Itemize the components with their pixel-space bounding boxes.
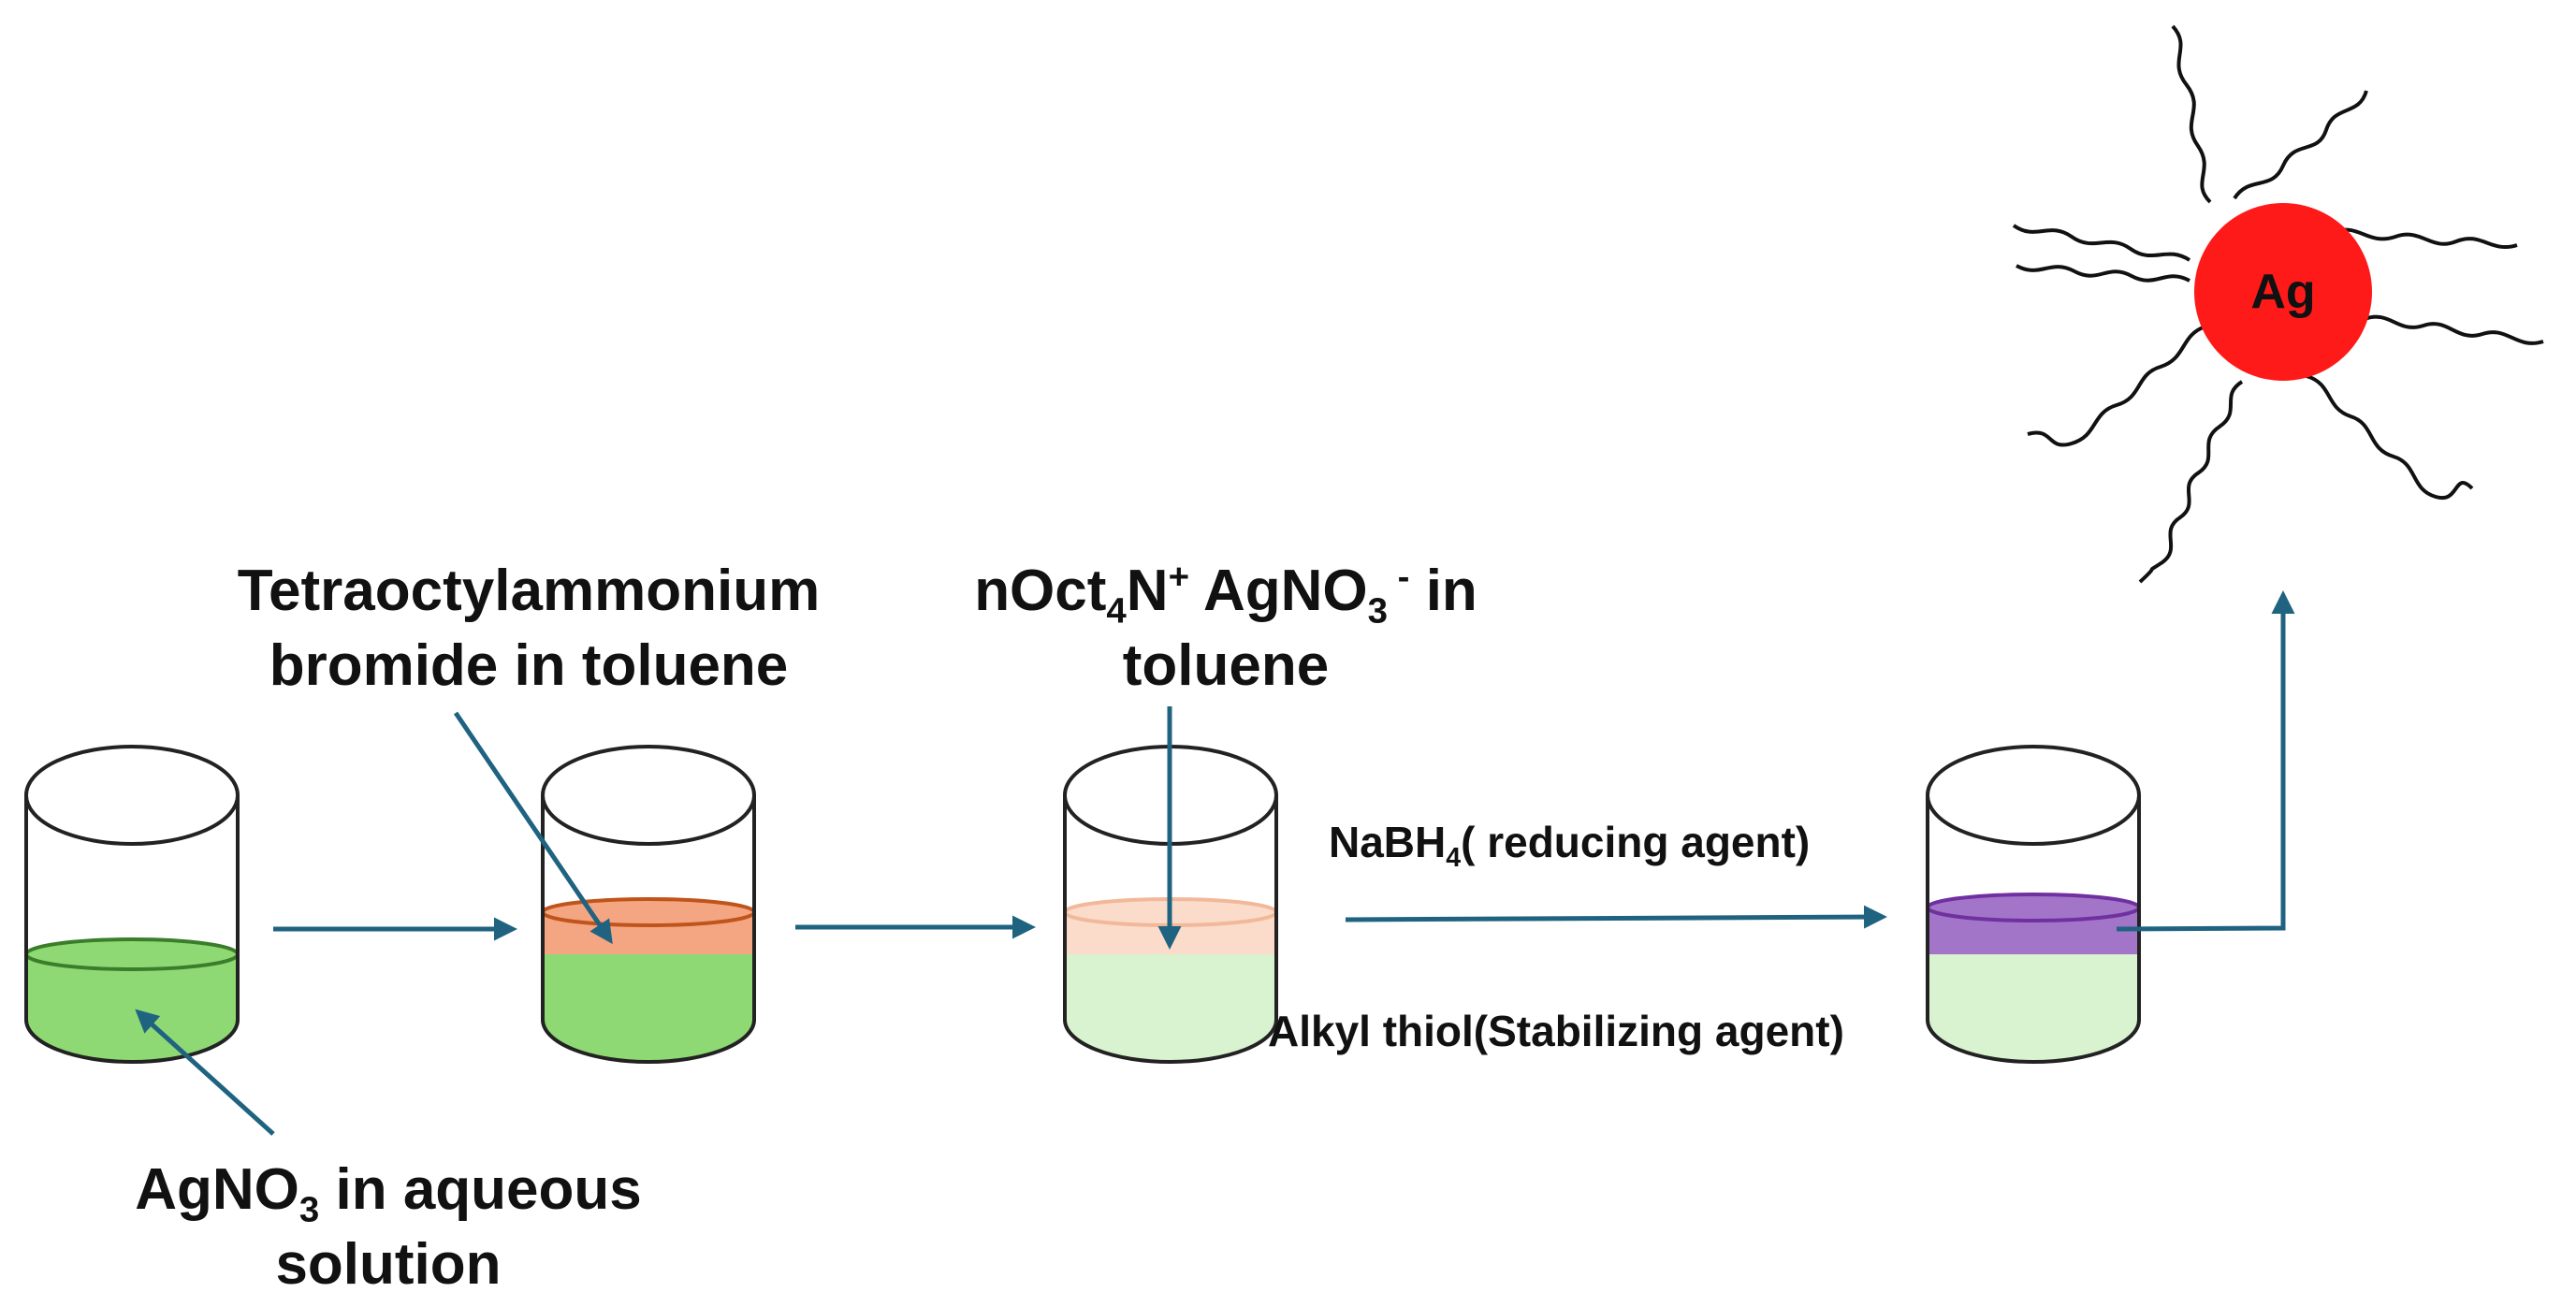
beaker-4: [1926, 745, 2141, 1064]
beaker-2: [541, 745, 756, 1064]
label-toab: Tetraoctylammonium bromide in toluene: [237, 559, 821, 698]
beaker-1: [24, 745, 240, 1064]
arrows: [135, 590, 2295, 1136]
arrow-4-to-particle: [2116, 590, 2295, 932]
silver-nanoparticle: [2012, 24, 2544, 584]
arrow-3-to-4: [1345, 905, 1887, 929]
pointer-toab: [453, 711, 613, 945]
label-agno3: AgNO3 in aqueous solution: [135, 1157, 642, 1297]
label-complex: nOct4N+ AgNO3 - in toluene: [974, 556, 1477, 698]
label-thiol: Alkyl thiol(Stabilizing agent): [1268, 1007, 1844, 1055]
label-ag: Ag: [2250, 265, 2316, 319]
pointer-agno3: [135, 1009, 275, 1136]
label-nabh4: NaBH4( reducing agent): [1329, 818, 1811, 873]
silver-core: [2194, 203, 2372, 381]
